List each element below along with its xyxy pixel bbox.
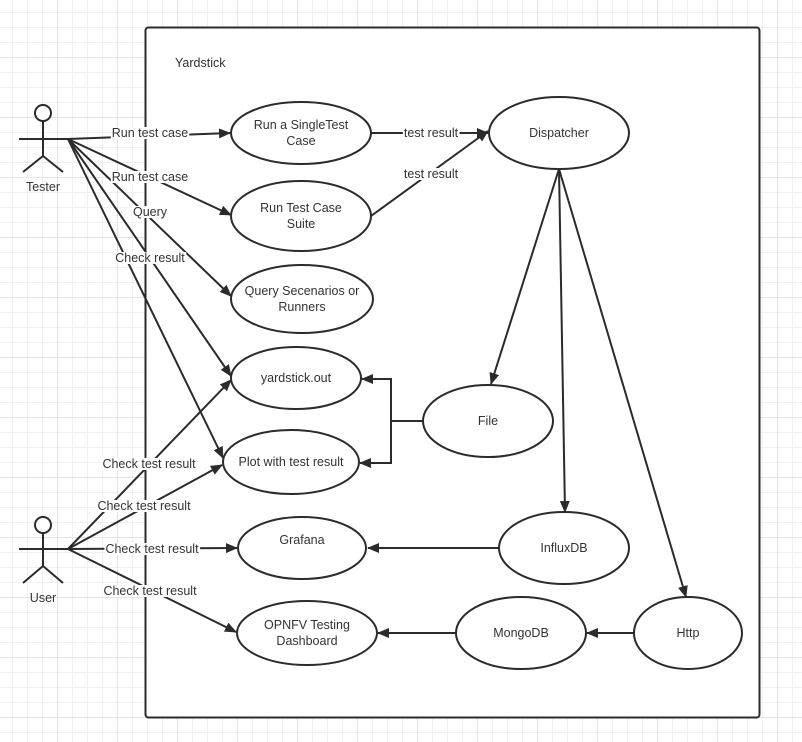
- use-case-label: yardstick.out: [261, 371, 332, 385]
- edge-label: Run test case: [112, 170, 188, 184]
- use-case-ellipse: [633, 596, 743, 670]
- use-case-ellipse: [230, 346, 362, 410]
- edge-label-background: [104, 543, 201, 555]
- use-case-label: Case: [286, 134, 315, 148]
- use-case-label: File: [478, 414, 498, 428]
- use-case-label: Runners: [278, 300, 325, 314]
- actor-tester[interactable]: Tester: [19, 104, 68, 194]
- actor-user[interactable]: User: [19, 516, 68, 605]
- edge-label: Query: [133, 205, 168, 219]
- edge-label-background: [402, 127, 460, 139]
- use-case-ellipse: [488, 96, 630, 170]
- use-case-label: InfluxDB: [540, 541, 587, 555]
- use-case-label: Suite: [287, 217, 316, 231]
- edge-label-background: [101, 458, 198, 470]
- use-case-query[interactable]: Query Secenarios or Runners: [230, 264, 374, 334]
- use-case-ellipse: [237, 516, 367, 580]
- use-case-ellipse: [230, 264, 374, 334]
- use-case-ellipse: [236, 600, 378, 666]
- edge-label: Check test result: [97, 499, 191, 513]
- edge-label: test result: [404, 126, 459, 140]
- edge-file-to-plot[interactable]: [359, 421, 392, 468]
- edge-label-background: [110, 127, 190, 139]
- use-case-label: Run a SingleTest: [254, 118, 349, 132]
- edge-label: Check test result: [103, 584, 197, 598]
- use-case-label: MongoDB: [493, 626, 549, 640]
- edge-dispatcher-to-file[interactable]: [489, 168, 560, 385]
- edge-label-background: [110, 171, 190, 183]
- use-case-ellipse: [422, 384, 554, 458]
- use-case-ellipse: [230, 101, 372, 165]
- edge-label-background: [131, 206, 169, 218]
- use-case-mongodb[interactable]: MongoDB: [455, 596, 587, 670]
- use-case-label: OPNFV Testing: [264, 618, 350, 632]
- use-case-plot[interactable]: Plot with test result: [222, 429, 360, 495]
- use-case-ellipse: [230, 180, 372, 252]
- stick-figure-icon: [19, 516, 68, 584]
- use-case-label: Query Secenarios or: [245, 284, 360, 298]
- use-case-label: Grafana: [279, 533, 324, 547]
- edge-file-to-yardstick-out[interactable]: [361, 374, 423, 422]
- edge-label: Check result: [115, 251, 185, 265]
- use-case-ellipse: [455, 596, 587, 670]
- use-case-dispatcher[interactable]: Dispatcher: [488, 96, 630, 170]
- use-case-ellipse: [498, 511, 630, 585]
- edge-label-background: [96, 500, 193, 512]
- edge-label: Run test case: [112, 126, 188, 140]
- use-case-label: Dispatcher: [529, 126, 589, 140]
- edge-dispatcher-to-http[interactable]: [558, 168, 688, 598]
- edge-label: Check test result: [102, 457, 196, 471]
- actor-label: User: [30, 591, 56, 605]
- use-case-label: Plot with test result: [239, 455, 344, 469]
- edge-label: test result: [404, 167, 459, 181]
- edge-label-background: [102, 585, 199, 597]
- edge-tester-to-plot[interactable]: [67, 138, 224, 459]
- edge-label-background: [114, 252, 187, 264]
- edge-label: Check test result: [105, 542, 199, 556]
- use-case-label: Http: [677, 626, 700, 640]
- use-case-http[interactable]: Http: [633, 596, 743, 670]
- use-case-influxdb[interactable]: InfluxDB: [498, 511, 630, 585]
- actor-label: Tester: [26, 180, 60, 194]
- use-case-file[interactable]: File: [422, 384, 554, 458]
- use-case-yardstick-out[interactable]: yardstick.out: [230, 346, 362, 410]
- use-case-label: Run Test Case: [260, 201, 342, 215]
- system-title: Yardstick: [175, 56, 226, 70]
- edge-dispatcher-to-influxdb[interactable]: [558, 168, 570, 513]
- use-case-grafana[interactable]: Grafana: [237, 516, 367, 580]
- use-case-label: Dashboard: [276, 634, 337, 648]
- edge-label-background: [402, 168, 460, 180]
- stick-figure-icon: [19, 104, 68, 173]
- use-case-ellipse: [222, 429, 360, 495]
